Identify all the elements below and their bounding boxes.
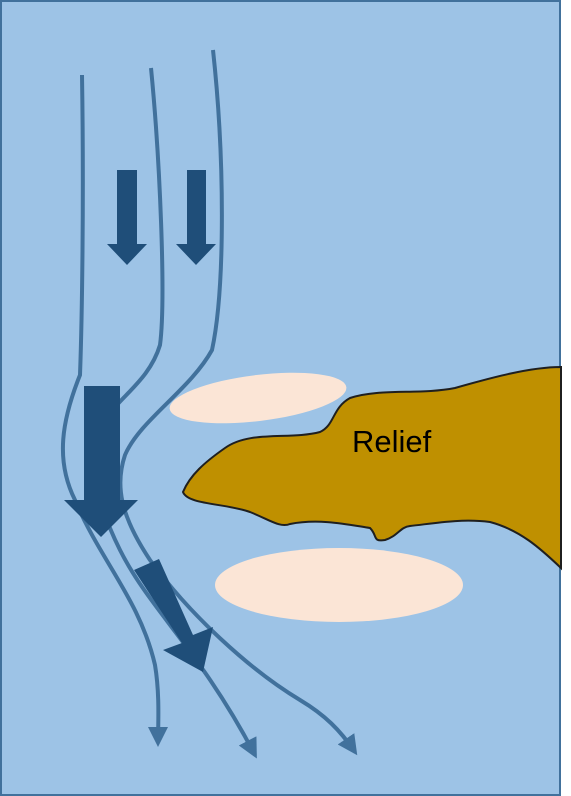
cloud-lower: [215, 548, 463, 622]
down-arrow-right-small: [176, 170, 216, 265]
down-arrow-large: [64, 386, 138, 537]
relief-label: Relief: [352, 424, 432, 459]
diagonal-arrow: [134, 559, 213, 672]
streamline-left: [60, 74, 169, 747]
streamline-right: [118, 49, 358, 756]
relief-shape: [181, 365, 562, 571]
cloud-upper: [169, 372, 347, 424]
down-arrow-left-small: [107, 170, 147, 265]
